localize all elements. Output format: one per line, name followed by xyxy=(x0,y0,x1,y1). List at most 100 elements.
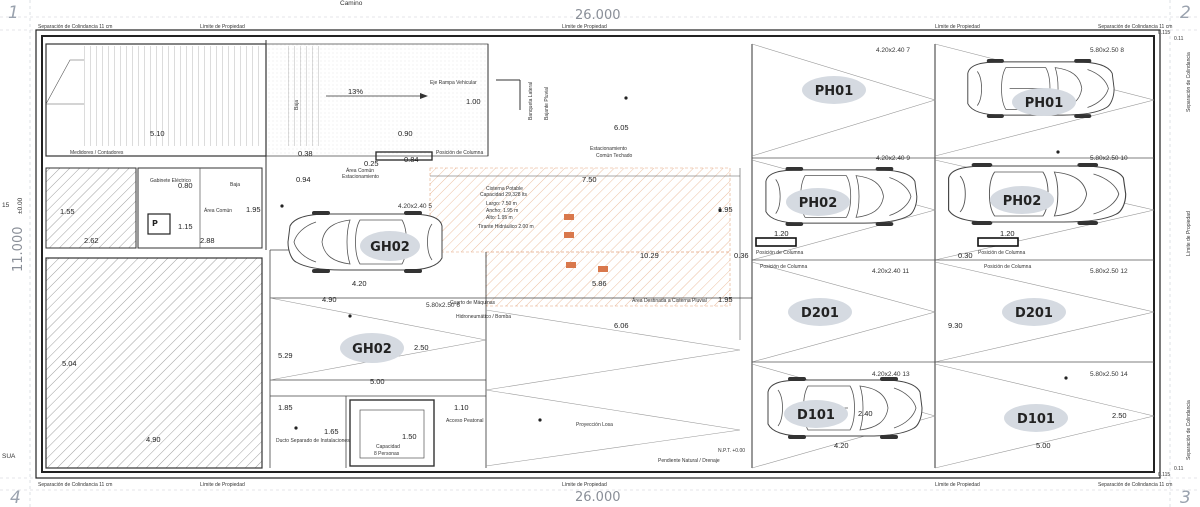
property-limit-label: Límite de Propiedad xyxy=(562,24,607,30)
machine-room-sublabel: Hidroneumático / Bomba xyxy=(456,314,511,320)
note-label: Área Común xyxy=(204,207,232,214)
stall-dividers xyxy=(752,157,1154,363)
dim-label: 6.06 xyxy=(614,321,629,330)
stall-tag: 4.20x2.40 11 xyxy=(872,268,909,275)
dim-label: 10.29 xyxy=(640,251,659,260)
dim-label: 0.80 xyxy=(178,181,193,190)
space-label-ph01: PH01 xyxy=(1012,88,1076,116)
svg-text:GH02: GH02 xyxy=(352,342,392,357)
stall-tag: 4.20x2.40 13 xyxy=(872,371,910,378)
dim-label: 2.50 xyxy=(414,343,429,352)
stall-tag: 5.80x2.50 8 xyxy=(1090,47,1124,54)
separation-label: Separación de Colindancia xyxy=(1186,52,1192,112)
dim-label: 2.50 xyxy=(1112,411,1127,420)
dim-label: 5.04 xyxy=(62,359,77,368)
note-label: Posición de Columna xyxy=(978,250,1025,256)
svg-text:D201: D201 xyxy=(1015,306,1053,321)
space-label-ph01: PH01 xyxy=(802,76,866,104)
dim-label: 5.10 xyxy=(150,129,165,138)
access-label: Acceso Peatonal xyxy=(446,418,484,424)
note-label: Posición de Columna xyxy=(760,264,807,270)
svg-text:PH01: PH01 xyxy=(815,84,854,99)
stall-tag: 5.80x2.50 14 xyxy=(1090,371,1128,378)
space-label-gh02: GH02 xyxy=(360,231,420,261)
dim-label: 1.85 xyxy=(278,403,293,412)
left-edge-number: 15 xyxy=(2,202,10,209)
parking-sign-icon: P xyxy=(152,219,158,228)
svg-text:PH02: PH02 xyxy=(1003,194,1042,209)
corner-value: 0.115 xyxy=(1158,30,1170,36)
stall-tag: 5.80x2.50 6 xyxy=(426,302,460,309)
elevator-persons: 8 Personas xyxy=(374,451,400,457)
svg-text:D201: D201 xyxy=(801,306,839,321)
dim-label: 0.30 xyxy=(958,251,973,260)
top-total-dimension: 26.000 xyxy=(575,8,621,23)
elevator-capacity: Capacidad xyxy=(376,444,400,450)
dim-label: 0.36 xyxy=(734,251,749,260)
cistern-capacity: Capacidad 29,328 lts xyxy=(480,192,527,198)
left-zero-level: ±0.00 xyxy=(17,197,24,214)
small-rooms xyxy=(45,167,263,249)
dim-label: 6.05 xyxy=(614,123,629,132)
dim-label: 1.50 xyxy=(402,432,417,441)
slab-projection-label: Proyección Losa xyxy=(576,422,613,428)
dim-label: 0.84 xyxy=(404,155,419,164)
dim-label: 1.55 xyxy=(60,207,75,216)
cistern-width: Ancho: 1.95 m xyxy=(486,208,518,214)
cistern-note: Tirante Hidráulico 2.00 m xyxy=(478,224,534,230)
dim-label: 5.29 xyxy=(278,351,293,360)
ramp-label: Eje Rampa Vehicular xyxy=(430,80,477,86)
note-label: Área Común xyxy=(346,167,374,174)
space-label-d101: D101 xyxy=(784,400,848,428)
svg-text:PH01: PH01 xyxy=(1025,96,1064,111)
dim-label: 4.20 xyxy=(834,441,849,450)
space-label-d101: D101 xyxy=(1004,404,1068,432)
left-total-dimension: 11.000 xyxy=(11,227,26,273)
dim-label: 1.10 xyxy=(454,403,469,412)
property-boundary xyxy=(35,29,1161,479)
cistern-area xyxy=(429,167,741,468)
dim-label: 1.15 xyxy=(178,222,193,231)
stall-tag: 4.20x2.40 9 xyxy=(876,155,910,162)
dim-label: 5.00 xyxy=(370,377,385,386)
column-markers xyxy=(564,214,608,272)
stall-tag: 5.80x2.50 10 xyxy=(1090,155,1128,162)
dim-label: 0.25 xyxy=(364,159,379,168)
dim-label: 5.00 xyxy=(1036,441,1051,450)
space-label-gh02: GH02 xyxy=(340,333,404,363)
cistern-height: Alto: 1.95 m xyxy=(486,215,513,221)
note-label: Baja xyxy=(230,182,240,188)
dim-label: 4.90 xyxy=(146,435,161,444)
dim-label: 7.50 xyxy=(582,175,597,184)
property-limit-label: Límite de Propiedad xyxy=(200,24,245,30)
space-label-ph02: PH02 xyxy=(990,186,1054,214)
bottom-total-dimension: 26.000 xyxy=(575,490,621,505)
stall-tag: 5.80x2.50 12 xyxy=(1090,268,1128,275)
corner-value: 0.11 xyxy=(1174,466,1184,472)
cistern-length: Largo: 7.50 m xyxy=(486,201,517,207)
corner-value: 0.115 xyxy=(1158,472,1170,478)
separation-label: Separación de Colindancia 11 cm xyxy=(38,24,112,30)
level-markers xyxy=(280,96,1068,430)
note-label: Posición de Columna xyxy=(984,264,1031,270)
property-limit-label: Límite de Propiedad xyxy=(562,482,607,488)
space-label-d201: D201 xyxy=(788,298,852,326)
stair-ramp-area xyxy=(45,43,489,157)
axis-mark-1: 1 xyxy=(8,3,19,23)
cistern-title: Cisterna Potable xyxy=(486,186,523,192)
rain-cistern-label: Área Destinada a Cisterna Pluvial xyxy=(632,297,707,304)
note-label: Medidores / Contadores xyxy=(70,150,124,156)
svg-text:D101: D101 xyxy=(797,408,835,423)
dim-label: 9.30 xyxy=(948,321,963,330)
note-label: Bajante Pluvial xyxy=(544,87,550,120)
dim-label: 0.38 xyxy=(298,149,313,158)
separation-label: Separación de Colindancia 11 cm xyxy=(1098,24,1172,30)
dim-label: 1.95 xyxy=(718,295,733,304)
top-edge-label: Camino xyxy=(340,0,363,7)
separation-label: Separación de Colindancia xyxy=(1186,400,1192,460)
property-limit-label: Límite de Propiedad xyxy=(935,482,980,488)
dim-label: 5.86 xyxy=(592,279,607,288)
note-label: Común Techado xyxy=(596,153,633,159)
note-label: Estacionamiento xyxy=(342,174,379,180)
